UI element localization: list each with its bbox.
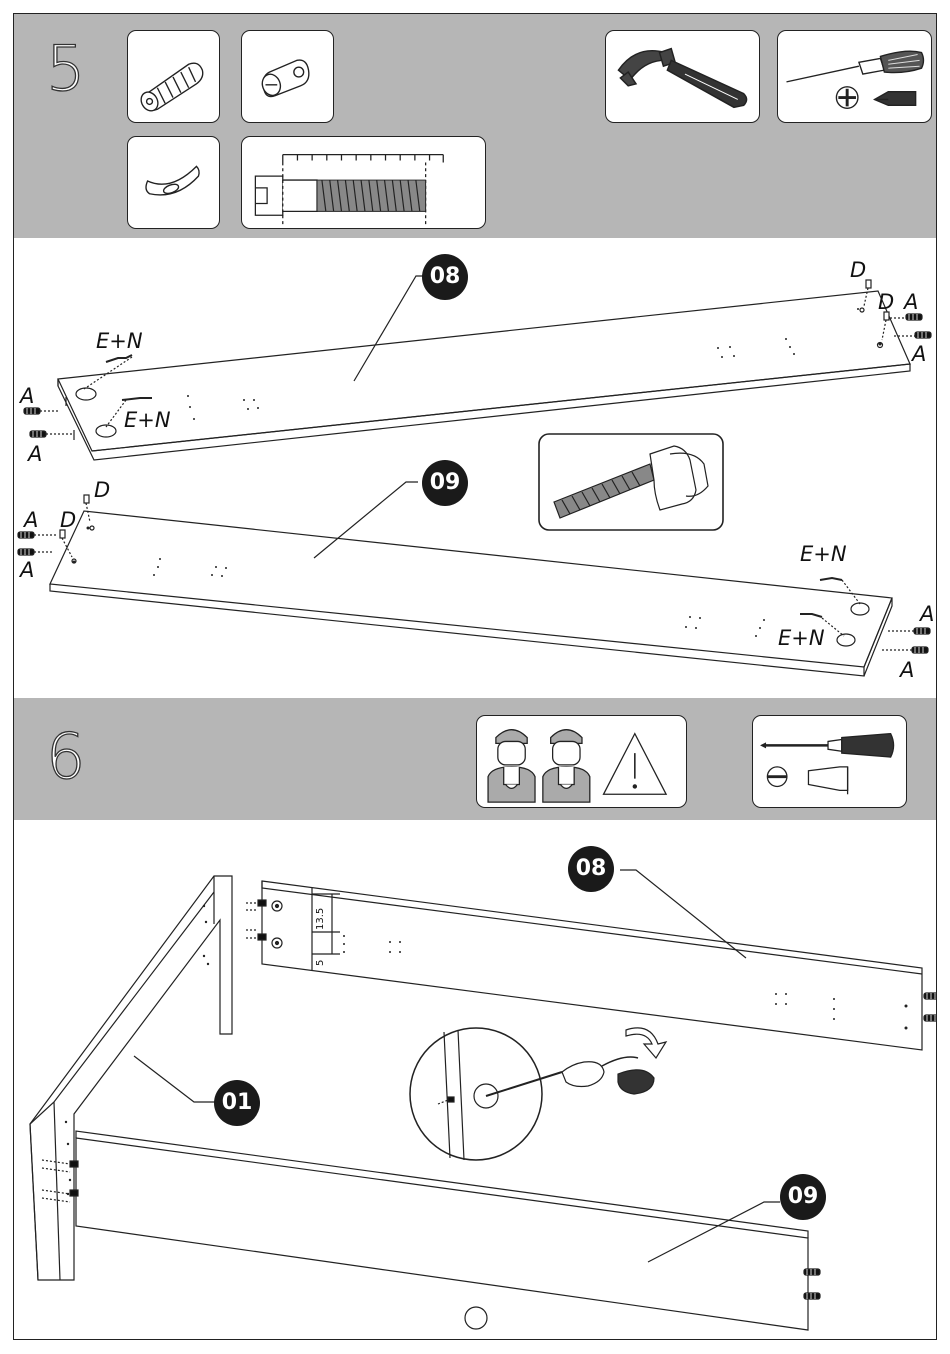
- label-d-2: D: [878, 292, 894, 313]
- label-a-4: A: [912, 344, 926, 365]
- label-a-5: A: [24, 510, 38, 531]
- dimension-5: 5: [315, 960, 326, 966]
- part-badge-09-step6: 09: [780, 1174, 826, 1220]
- label-a-2: A: [28, 444, 42, 465]
- label-d-3: D: [94, 480, 110, 501]
- label-a-3: A: [904, 292, 918, 313]
- board-08-step5: [58, 276, 910, 460]
- label-d-1: D: [850, 260, 866, 281]
- part-badge-08-step5: 08: [422, 254, 468, 300]
- part-badge-09-step5: 09: [422, 460, 468, 506]
- board-09-step5: [50, 482, 892, 676]
- board-08-step6: [246, 870, 937, 1050]
- label-en-1: E+N: [96, 331, 143, 352]
- label-en-3: E+N: [800, 544, 847, 565]
- dimension-13-5: 13.5: [315, 908, 326, 930]
- board-09-step6: [42, 1131, 820, 1330]
- label-en-4: E+N: [778, 628, 825, 649]
- label-a-1: A: [20, 386, 34, 407]
- label-a-6: A: [20, 560, 34, 581]
- part-badge-01-step6: 01: [214, 1080, 260, 1126]
- assembly-drawing: [14, 14, 937, 1340]
- label-a-8: A: [900, 660, 914, 681]
- part-badge-08-step6: 08: [568, 846, 614, 892]
- assembly-instructions-page: 5: [13, 13, 937, 1340]
- page-number-circle: [465, 1307, 487, 1329]
- magnifier-detail: [410, 1028, 666, 1160]
- label-d-4: D: [60, 510, 76, 531]
- label-a-7: A: [920, 604, 934, 625]
- label-en-2: E+N: [124, 410, 171, 431]
- cam-bolt-detail-tile: [539, 434, 723, 530]
